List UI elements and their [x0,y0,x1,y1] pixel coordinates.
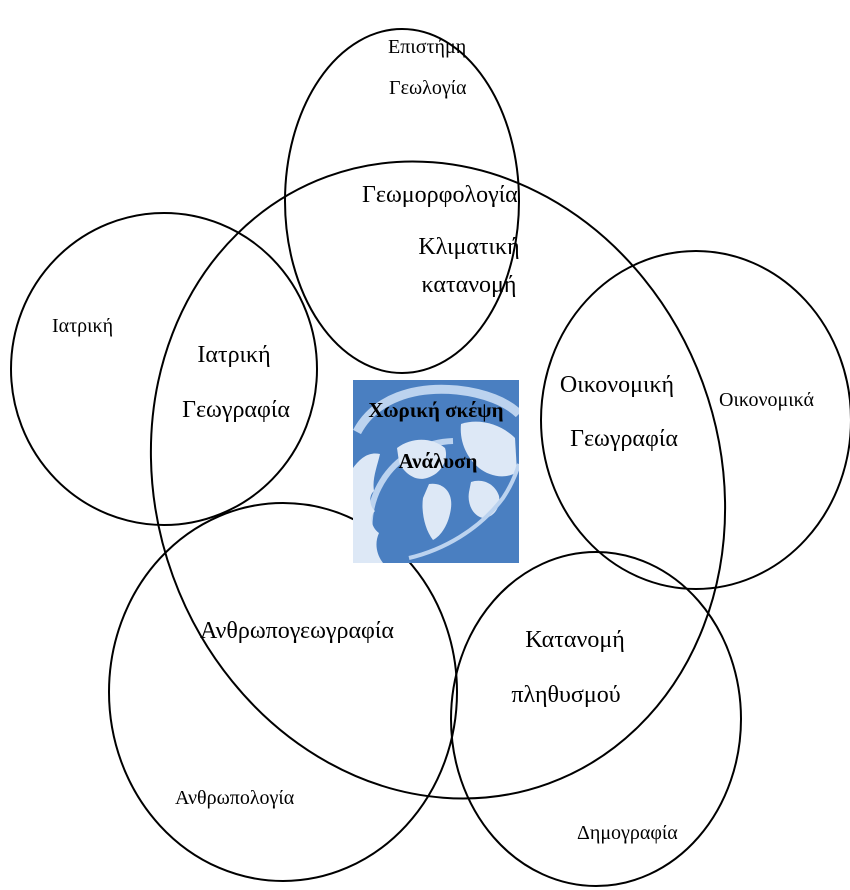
label-medical-geo-line1: Ιατρική [197,342,271,368]
label-economic-geo-line1: Οικονομική [559,372,675,398]
economics-circle [540,250,850,590]
medicine-circle [10,212,318,526]
label-medicine: Ιατρική [52,315,114,337]
label-economics: Οικονομικά [719,389,814,411]
label-climatic-line2: κατανομή [421,272,517,298]
label-population-line2: πληθυσμού [511,682,621,708]
label-demography: Δημογραφία [577,822,678,844]
anthropology-circle [108,502,458,882]
label-population-line1: Κατανομή [525,627,625,653]
label-science: Επιστήμη [388,36,467,58]
label-analysis: Ανάλυση [398,449,478,473]
science-geology-circle [284,28,520,374]
label-geomorphology: Γεωμορφολογία [362,182,518,208]
globe-head-icon [353,380,519,563]
demography-circle [450,551,742,887]
label-anthropology: Ανθρωπολογία [175,787,295,809]
spatial-thinking-emblem [353,380,519,563]
label-spatial-thinking: Χωρική σκέψη [368,398,504,422]
label-geology: Γεωλογία [389,77,467,99]
geography-central-ellipse [149,160,727,800]
label-economic-geo-line2: Γεωγραφία [570,426,678,452]
label-human-geography: Ανθρωπογεωγραφία [200,618,394,644]
label-medical-geo-line2: Γεωγραφία [182,397,290,423]
label-climatic-line1: Κλιματική [418,234,520,260]
